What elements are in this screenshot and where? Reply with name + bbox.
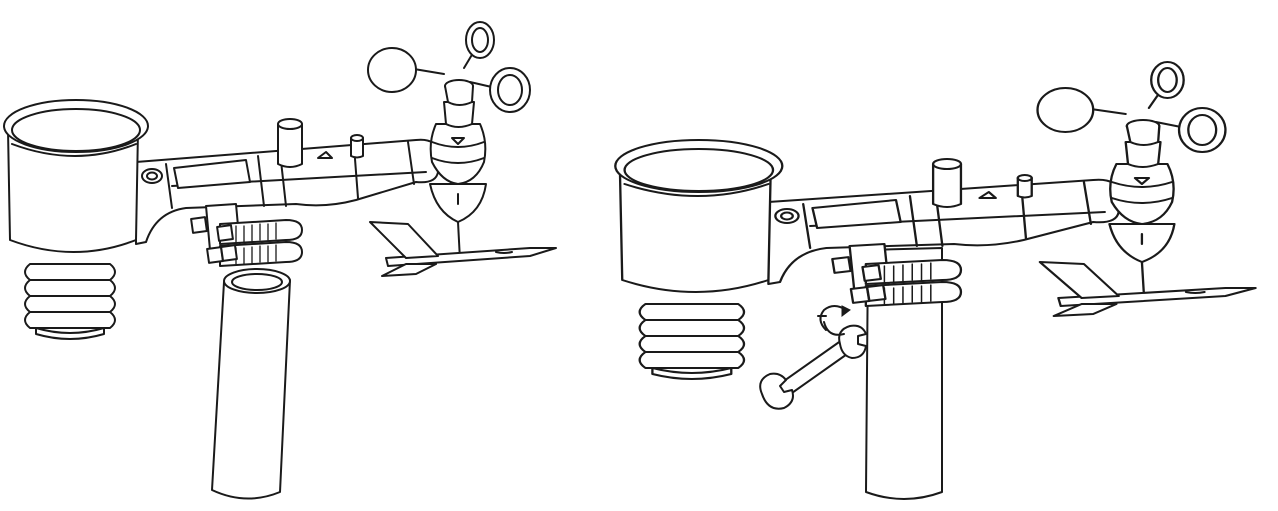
panel-mount-position [3, 21, 557, 500]
panel-tighten-bolts [614, 60, 1257, 500]
mounting-pole [211, 268, 291, 500]
rotation-arrow [817, 305, 851, 336]
mounting-pole [865, 247, 943, 500]
wrench [759, 324, 867, 410]
